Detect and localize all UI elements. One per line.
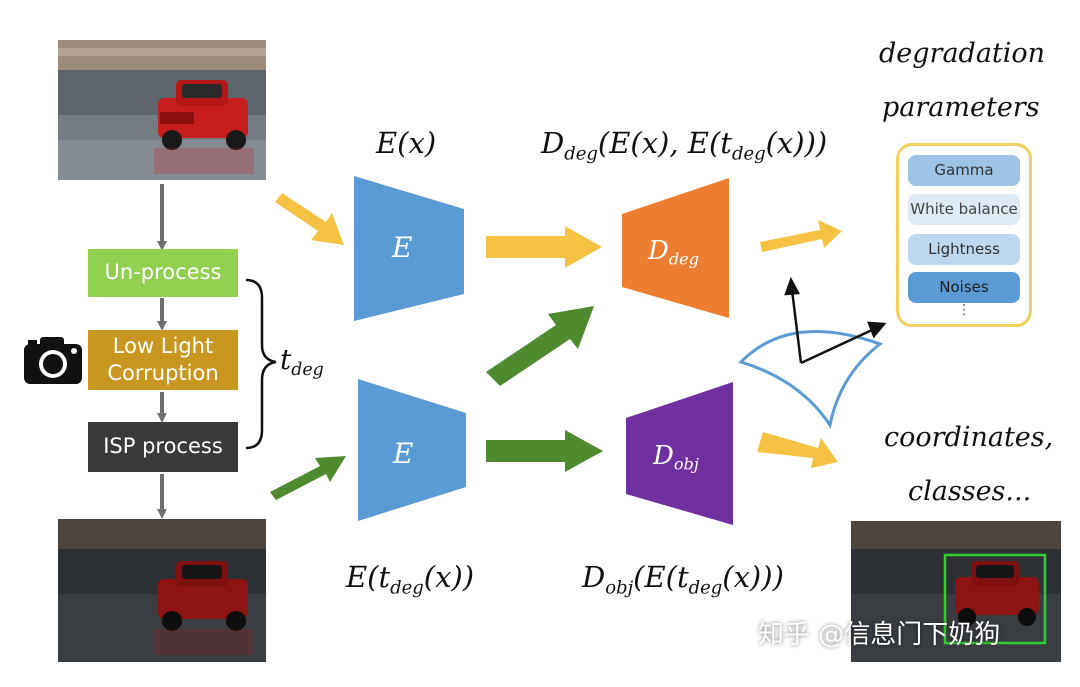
decoder-deg-formula: Ddeg(E(x), E(tdeg(x))): [541, 126, 828, 165]
isp-process-box: ISP process: [88, 422, 238, 472]
encoder-top-formula: E(x): [376, 126, 437, 160]
unprocess-label: Un-process: [104, 260, 222, 285]
encoder-bottom: [358, 379, 466, 521]
degradation-parameters-panel: Gamma White balance Lightness Noises ⋮: [896, 143, 1032, 327]
arrow-encoder-bottom-to-decoder-deg: [486, 306, 594, 386]
arrow-photo-to-encoder-top: [275, 193, 344, 245]
lowlight-corruption-box: Low Light Corruption: [88, 330, 238, 390]
coordinates-caption-line2: classes...: [908, 476, 1032, 507]
decoder-deg: [622, 178, 729, 318]
param-lightness: Lightness: [908, 234, 1020, 265]
output-photo-detection: [851, 521, 1061, 662]
feature-manifold: [738, 330, 884, 429]
manifold-axis-right-head: [867, 321, 887, 339]
watermark: 知乎 @信息门下奶狗: [758, 620, 1001, 650]
encoder-bottom-label: E: [393, 437, 414, 470]
param-gamma: Gamma: [908, 155, 1020, 186]
input-photo-lowlight: [58, 519, 266, 662]
decoder-obj: [626, 382, 733, 525]
arrow-encoder-bottom-to-decoder-obj: [486, 430, 603, 472]
lowlight-label-line2: Corruption: [107, 361, 219, 385]
encoder-bottom-formula: E(tdeg(x)): [346, 560, 475, 599]
param-more-indicator: ⋮: [957, 302, 971, 318]
isp-label: ISP process: [103, 434, 223, 459]
decoder-deg-label: Ddeg: [648, 236, 700, 269]
manifold-axis-up-head: [784, 276, 801, 296]
decoder-obj-formula: Dobj(E(tdeg(x))): [582, 560, 784, 599]
encoder-top: [354, 176, 464, 321]
manifold-axis-up: [790, 289, 803, 364]
coordinates-caption-line1: coordinates,: [884, 422, 1054, 453]
tdeg-label: tdeg: [280, 343, 324, 381]
param-noises: Noises: [908, 272, 1020, 303]
degradation-caption-line1: degradation: [879, 38, 1046, 69]
detection-bounding-box: [943, 553, 1047, 645]
decoder-obj-label: Dobj: [653, 441, 699, 474]
camera-icon: [22, 334, 84, 386]
arrow-decoder-obj-to-coords: [757, 432, 838, 468]
unprocess-box: Un-process: [88, 249, 238, 297]
manifold-axis-right: [800, 328, 873, 365]
encoder-top-label: E: [392, 231, 413, 264]
tdeg-brace: [245, 278, 277, 450]
arrow-decoder-deg-to-params: [760, 220, 842, 252]
truck-shape: [158, 80, 248, 150]
degradation-caption-line2: parameters: [882, 92, 1040, 123]
input-photo-normal: [58, 40, 266, 180]
param-white-balance: White balance: [908, 194, 1020, 225]
arrow-encoder-top-to-decoder-deg: [486, 226, 602, 268]
arrow-photo-to-encoder-bottom: [270, 456, 346, 500]
lowlight-label-line1: Low Light: [112, 333, 214, 358]
